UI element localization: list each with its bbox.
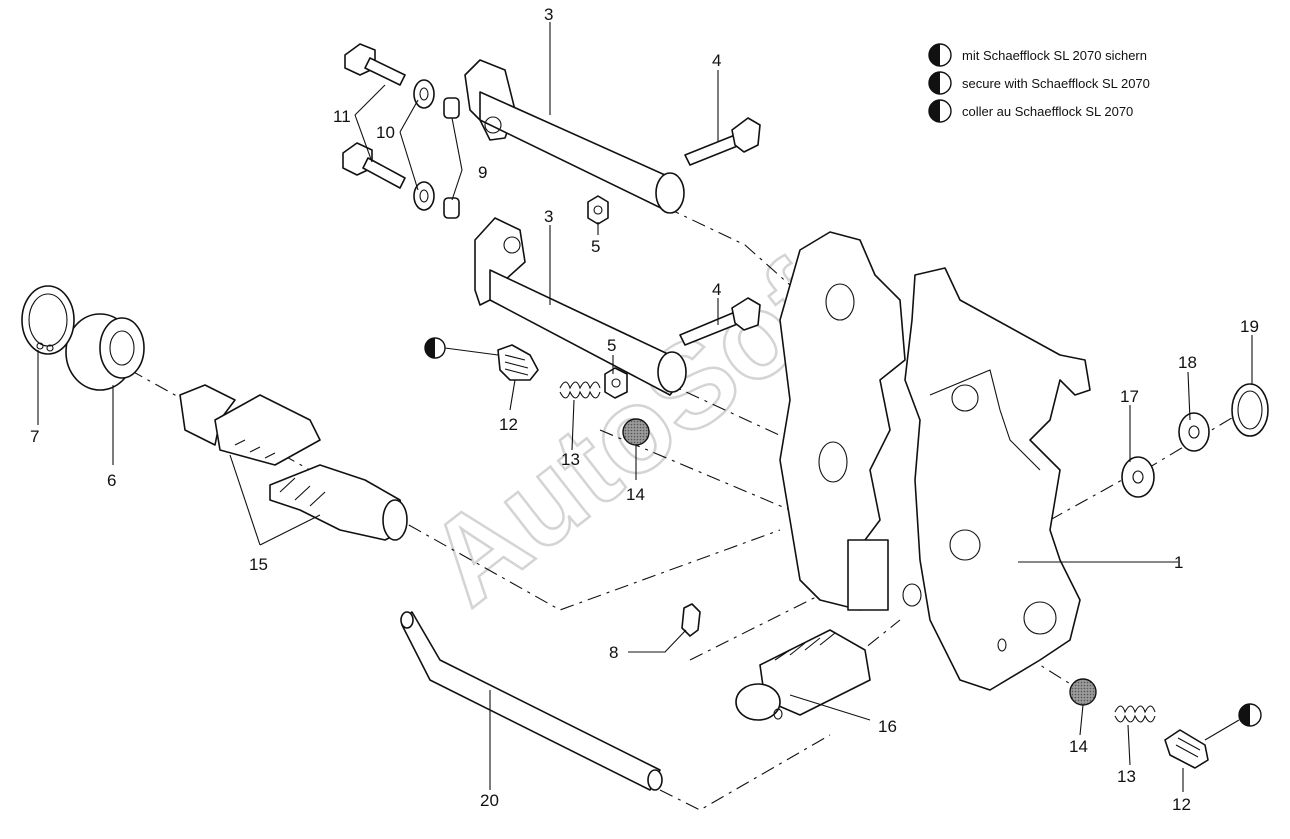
label-part-8: 8: [609, 643, 618, 662]
label-part-11: 11: [333, 107, 351, 126]
label-part-18: 18: [1178, 353, 1197, 372]
label-part-15: 15: [249, 555, 268, 574]
label-part-1: 1: [1174, 553, 1183, 572]
label-part-16: 16: [878, 717, 897, 736]
bolt-part-11-upper: [344, 43, 406, 86]
label-part-4-upper: 4: [712, 51, 721, 70]
label-part-3-lower: 3: [544, 207, 553, 226]
main-housing-part-1: [779, 231, 1091, 691]
label-part-13-lower: 13: [1117, 767, 1136, 786]
bushing-part-9: [443, 97, 460, 219]
label-part-9: 9: [478, 163, 487, 182]
nut-part-5-upper: [587, 195, 609, 225]
ball-part-14-upper: [622, 418, 650, 446]
nut-part-5-lower: [604, 367, 628, 399]
bolt-part-4-upper: [684, 117, 761, 166]
part-labels: 3 3 4 4 5 5 11 10 9 7 6 15 12 13 14 8 16…: [30, 5, 1259, 814]
label-part-4-lower: 4: [712, 280, 721, 299]
rod-part-20: [400, 611, 663, 791]
circlip-part-19: [1231, 383, 1269, 437]
washer-part-18: [1178, 412, 1210, 452]
label-part-10: 10: [376, 123, 395, 142]
bolt-part-11-lower: [342, 142, 406, 189]
rack-part-15: [179, 384, 408, 541]
spring-part-13-upper: [559, 381, 601, 399]
screw-plug-part-12-lower: [1164, 729, 1209, 769]
label-part-20: 20: [480, 791, 499, 810]
spring-part-13-lower: [1114, 705, 1156, 723]
label-part-5-upper: 5: [591, 237, 600, 256]
label-part-3-upper: 3: [544, 5, 553, 24]
half-filled-circle-icon: [928, 43, 952, 67]
ball-part-14-lower: [1069, 678, 1097, 706]
screw-plug-part-12-upper: [497, 344, 539, 381]
label-part-14-upper: 14: [626, 485, 645, 504]
pin-part-3-upper: [464, 59, 685, 214]
label-part-13-upper: 13: [561, 450, 580, 469]
legend-text-en: secure with Schaefflock SL 2070: [962, 76, 1150, 91]
half-filled-circle-icon: [928, 71, 952, 95]
pinion-part-16: [735, 629, 871, 721]
label-part-17: 17: [1120, 387, 1139, 406]
half-filled-circle-icon: [928, 99, 952, 123]
pin-part-3-lower: [474, 217, 687, 396]
legend: mit Schaefflock SL 2070 sichern secure w…: [928, 43, 1150, 123]
bearing-part-6: [65, 313, 145, 391]
label-part-6: 6: [107, 471, 116, 490]
label-part-5-lower: 5: [607, 336, 616, 355]
legend-text-fr: coller au Schaefflock SL 2070: [962, 104, 1133, 119]
label-part-12-upper: 12: [499, 415, 518, 434]
label-part-19: 19: [1240, 317, 1259, 336]
leader-lines: [37, 22, 1253, 792]
bolt-part-4-lower: [679, 297, 761, 346]
grease-nipple-part-8: [681, 603, 701, 637]
washer-part-10: [413, 79, 435, 211]
label-part-14-lower: 14: [1069, 737, 1088, 756]
snap-ring-part-7: [21, 285, 75, 355]
half-filled-circle-icon: [1204, 703, 1262, 741]
label-part-12-lower: 12: [1172, 795, 1191, 814]
half-filled-circle-icon: [424, 337, 499, 359]
label-part-7: 7: [30, 427, 39, 446]
washer-part-17: [1121, 456, 1155, 498]
legend-text-de: mit Schaefflock SL 2070 sichern: [962, 48, 1147, 63]
